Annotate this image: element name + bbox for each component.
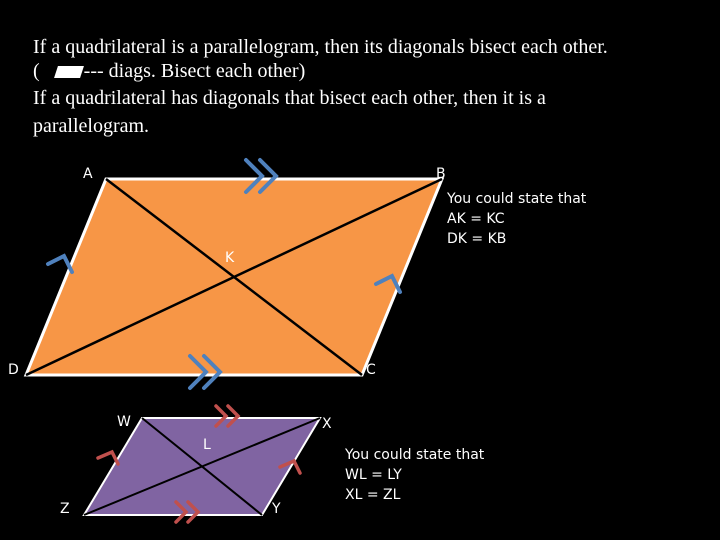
figure1-note: You could state that AK = KC DK = KB <box>447 189 586 249</box>
vertex-label-b: B <box>436 166 446 182</box>
figure2-note-line-3: XL = ZL <box>345 487 401 503</box>
figure1-note-line-3: DK = KB <box>447 231 507 247</box>
figure2-note-line-1: You could state that <box>345 447 485 463</box>
parallel-chevron <box>258 158 279 194</box>
parallelogram-abcd: A B C D K <box>8 158 446 390</box>
parallel-chevron <box>188 354 209 390</box>
vertex-label-d: D <box>8 362 19 378</box>
intersection-label-l: L <box>203 437 211 453</box>
vertex-label-y: Y <box>271 501 281 517</box>
theorem-line-1: If a quadrilateral is a parallelogram, t… <box>33 36 608 58</box>
intersection-label-k: K <box>225 250 235 266</box>
theorem-line-2-text: --- diags. Bisect each other) <box>83 60 306 82</box>
parallel-chevron <box>186 500 201 524</box>
parallel-chevron <box>244 158 265 194</box>
diagonal-xz <box>83 417 321 516</box>
figure2-note-line-2: WL = LY <box>345 467 402 483</box>
vertex-label-w: W <box>117 414 131 430</box>
parallel-chevron <box>226 404 241 428</box>
vertex-label-c: C <box>366 362 376 378</box>
figure1-note-line-2: AK = KC <box>447 211 505 227</box>
figure2-note: You could state that WL = LY XL = ZL <box>345 445 484 505</box>
parallel-chevron <box>174 500 189 524</box>
parallel-marks-zy <box>174 500 201 524</box>
vertex-label-z: Z <box>60 501 70 517</box>
parallel-mark-wz <box>96 449 120 466</box>
parallel-mark-ad <box>46 253 74 274</box>
parallelogram-wxyz: W X Y Z L <box>60 404 332 524</box>
open-paren: ( <box>33 60 40 82</box>
theorem-line-4: parallelogram. <box>33 115 150 137</box>
parallel-marks-ab <box>244 158 279 194</box>
diagonal-bd <box>25 177 443 377</box>
parallel-marks-dc <box>188 354 223 390</box>
vertex-label-a: A <box>83 166 93 182</box>
parallel-chevron <box>214 404 229 428</box>
theorem-line-3: If a quadrilateral has diagonals that bi… <box>33 87 546 109</box>
parallel-mark-xy <box>278 458 302 475</box>
parallel-marks-wx <box>214 404 241 428</box>
parallel-mark-bc <box>374 273 402 294</box>
parallel-chevron <box>202 354 223 390</box>
vertex-label-x: X <box>322 416 332 432</box>
figure1-note-line-1: You could state that <box>447 191 587 207</box>
theorem-line-2: ( --- diags. Bisect each other) <box>33 60 305 82</box>
